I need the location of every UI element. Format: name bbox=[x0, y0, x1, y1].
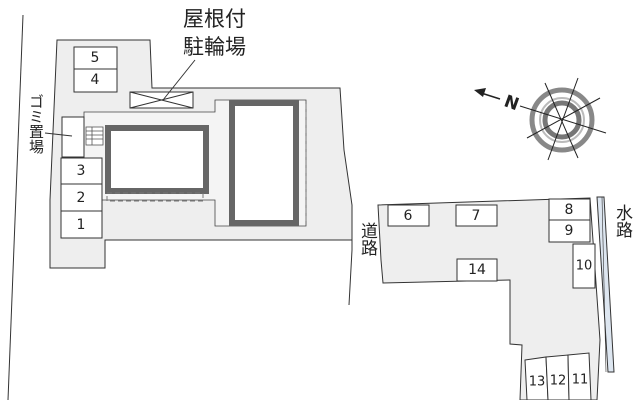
svg-text:10: 10 bbox=[576, 259, 593, 274]
bike-leader-line bbox=[162, 59, 196, 101]
parking-space-10: 10 bbox=[572, 243, 596, 289]
parking-space-2: 2 bbox=[60, 183, 103, 212]
parking-space-6: 6 bbox=[387, 204, 430, 227]
svg-text:3: 3 bbox=[77, 163, 86, 179]
svg-text:8: 8 bbox=[565, 202, 574, 218]
parking-space-7: 7 bbox=[455, 204, 498, 227]
parking-space-12: 12 bbox=[545, 354, 570, 400]
svg-text:7: 7 bbox=[472, 208, 481, 224]
garbage-leader-line bbox=[44, 132, 73, 137]
svg-text:11: 11 bbox=[572, 373, 589, 388]
road-edge bbox=[7, 14, 24, 400]
building-2 bbox=[229, 100, 299, 226]
svg-text:14: 14 bbox=[468, 262, 486, 278]
parking-space-9: 9 bbox=[548, 219, 591, 243]
bike-parking bbox=[129, 91, 194, 109]
building-1 bbox=[105, 125, 209, 194]
svg-text:2: 2 bbox=[77, 190, 86, 206]
svg-text:5: 5 bbox=[91, 50, 100, 66]
road-label: 道路 bbox=[357, 222, 378, 256]
bike-parking-label-2: 駐輪場 bbox=[183, 35, 246, 59]
parking-space-4: 4 bbox=[73, 68, 118, 93]
north-label: N bbox=[501, 92, 521, 116]
svg-text:1: 1 bbox=[77, 217, 86, 233]
stairs-icon bbox=[85, 126, 104, 146]
svg-text:4: 4 bbox=[91, 72, 100, 88]
compass-icon bbox=[519, 77, 607, 161]
parking-space-14: 14 bbox=[456, 258, 498, 282]
svg-text:9: 9 bbox=[565, 223, 574, 239]
right-lot bbox=[377, 197, 601, 400]
road-edge bbox=[348, 240, 353, 306]
bike-parking-label-1: 屋根付 bbox=[183, 7, 246, 31]
parking-space-1: 1 bbox=[60, 210, 103, 239]
waterway bbox=[596, 196, 615, 373]
parking-space-11: 11 bbox=[567, 352, 592, 400]
parking-space-8: 8 bbox=[548, 198, 591, 221]
parking-space-5: 5 bbox=[73, 46, 118, 70]
svg-text:13: 13 bbox=[529, 375, 546, 390]
parking-space-13: 13 bbox=[524, 356, 549, 400]
garbage-box bbox=[61, 116, 85, 158]
building-1-eave bbox=[106, 192, 204, 202]
parking-space-3: 3 bbox=[60, 157, 103, 185]
svg-text:6: 6 bbox=[404, 208, 413, 224]
waterway-label: 水路 bbox=[612, 204, 633, 238]
svg-text:12: 12 bbox=[550, 374, 567, 389]
garbage-area-label: ゴミ置場 bbox=[27, 94, 45, 154]
north-arrow-icon: N bbox=[474, 88, 521, 115]
